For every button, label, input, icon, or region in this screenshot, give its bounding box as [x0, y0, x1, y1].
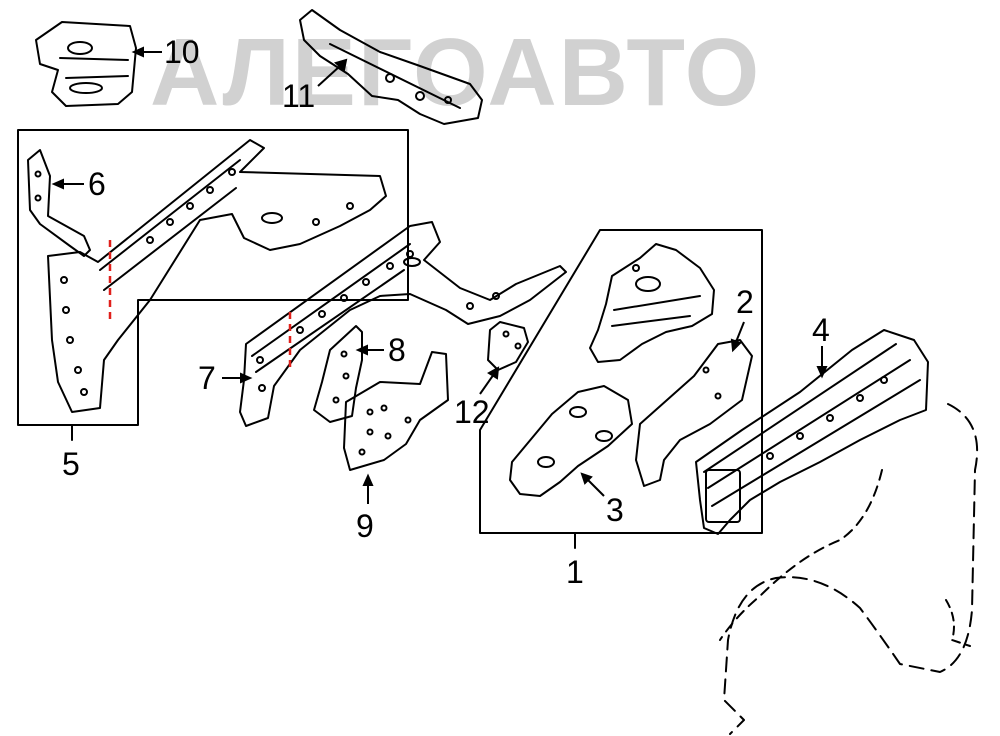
- arrow-9: [362, 473, 374, 486]
- callout-12: 12: [454, 394, 490, 430]
- part-11-reinforcement-outline: [299, 9, 483, 125]
- arrow-3: [580, 472, 593, 485]
- group-box-1: [479, 229, 763, 534]
- callout-5: 5: [62, 446, 80, 482]
- arrow-4: [816, 366, 828, 379]
- callout-1: 1: [566, 554, 584, 590]
- callout-11: 11: [282, 78, 316, 114]
- arrow-7: [240, 372, 253, 384]
- part-7-upper-rail-outline: [239, 221, 567, 427]
- arrow-6: [51, 178, 64, 190]
- fender-outline: [723, 403, 979, 735]
- callout-4: 4: [812, 312, 830, 348]
- part-3-panel-outline: [509, 385, 633, 497]
- callout-9: 9: [356, 508, 374, 544]
- part-2-panel-outline: [635, 339, 753, 487]
- part-1-upper-housing-outline: [589, 243, 715, 363]
- fender-arch: [719, 469, 883, 641]
- part-8-bracket-outline: [313, 325, 363, 423]
- part-10-bracket-outline: [35, 21, 137, 107]
- part-5-upper-rail-outline: [47, 139, 387, 413]
- arrow-2: [730, 338, 742, 353]
- part-4-rail-outline: [695, 329, 929, 535]
- arrow-11: [333, 58, 348, 72]
- callout-6: 6: [88, 166, 106, 202]
- part-6-bracket-outline: [27, 149, 91, 257]
- callout-2: 2: [736, 284, 754, 320]
- fender-wheel-lip: [945, 599, 971, 647]
- callout-8: 8: [388, 332, 406, 368]
- arrow-10: [131, 46, 144, 58]
- part-9-panel-outline: [343, 351, 449, 471]
- arrow-12: [487, 366, 500, 380]
- part-12-plate-outline: [487, 321, 529, 371]
- callout-10: 10: [164, 34, 200, 70]
- callout-3: 3: [606, 492, 624, 528]
- watermark-logo: АЛЕГОАВТО: [150, 19, 762, 126]
- callout-7: 7: [198, 360, 216, 396]
- group-box-5: [17, 129, 409, 426]
- arrow-8: [355, 344, 368, 356]
